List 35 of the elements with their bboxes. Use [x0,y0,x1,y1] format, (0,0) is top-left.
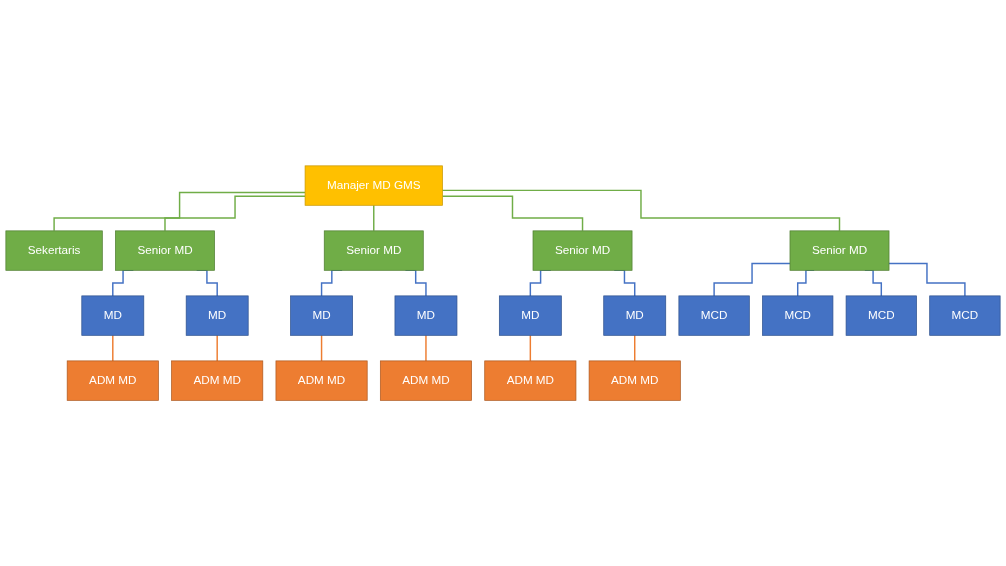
node-box: MCD [929,295,1001,336]
node-box: Senior MD [789,230,890,271]
node-box: ADM MD [275,360,368,401]
node-box: ADM MD [66,360,159,401]
node-box: ADM MD [171,360,264,401]
node-box: MD [81,295,145,336]
node-box: MCD [845,295,917,336]
node-box: MD [603,295,667,336]
connector [373,204,375,232]
connector [441,195,584,232]
connector [713,262,791,297]
connector [112,334,114,362]
connector [634,334,636,362]
connector [425,334,427,362]
node-box: MD [498,295,562,336]
connector [320,334,323,362]
connector [441,189,841,232]
node-box: Senior MD [323,230,424,271]
node-box: Sekertaris [5,230,103,271]
node-box: MD [394,295,458,336]
node-box: MCD [678,295,750,336]
node-box: Senior MD [532,230,633,271]
connector [216,334,218,362]
connector [164,195,306,232]
node-box: Senior MD [115,230,215,271]
node-box: MD [185,295,249,336]
node-box: MD [290,295,353,336]
node-box: Manajer MD GMS [304,165,443,206]
connector [53,191,306,232]
node-box: MCD [762,295,834,336]
node-box: ADM MD [484,360,577,401]
node-box: ADM MD [588,360,681,401]
connector [888,262,966,297]
node-box: ADM MD [379,360,472,401]
connector [529,334,532,362]
